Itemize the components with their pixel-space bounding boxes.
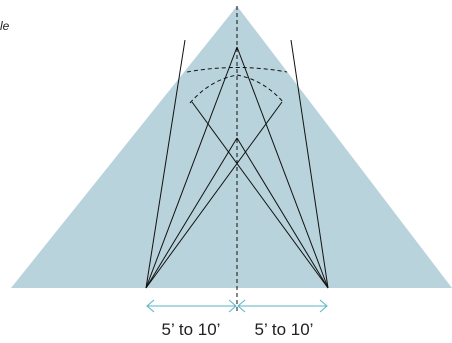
right-to-left-arc-line	[191, 101, 329, 289]
left-to-center-point-line	[145, 137, 238, 289]
left-outer-line	[145, 39, 186, 289]
right-dimension-label: 5’ to 10’	[255, 320, 314, 339]
left-dimension-arrow	[146, 299, 237, 313]
right-to-upper-apex-line	[236, 46, 329, 289]
right-to-center-point-line	[236, 137, 329, 289]
caption-fragment: le	[0, 19, 10, 33]
lower-dashed-arc-right	[236, 74, 285, 104]
lower-dashed-arc-left	[189, 74, 238, 104]
left-to-upper-apex-line	[145, 46, 238, 289]
left-to-right-arc-line	[145, 101, 283, 289]
right-dimension-arrow	[237, 299, 328, 313]
right-outer-line	[290, 39, 329, 289]
left-dimension-label: 5’ to 10’	[162, 320, 221, 339]
upper-dashed-arc	[186, 67, 288, 73]
